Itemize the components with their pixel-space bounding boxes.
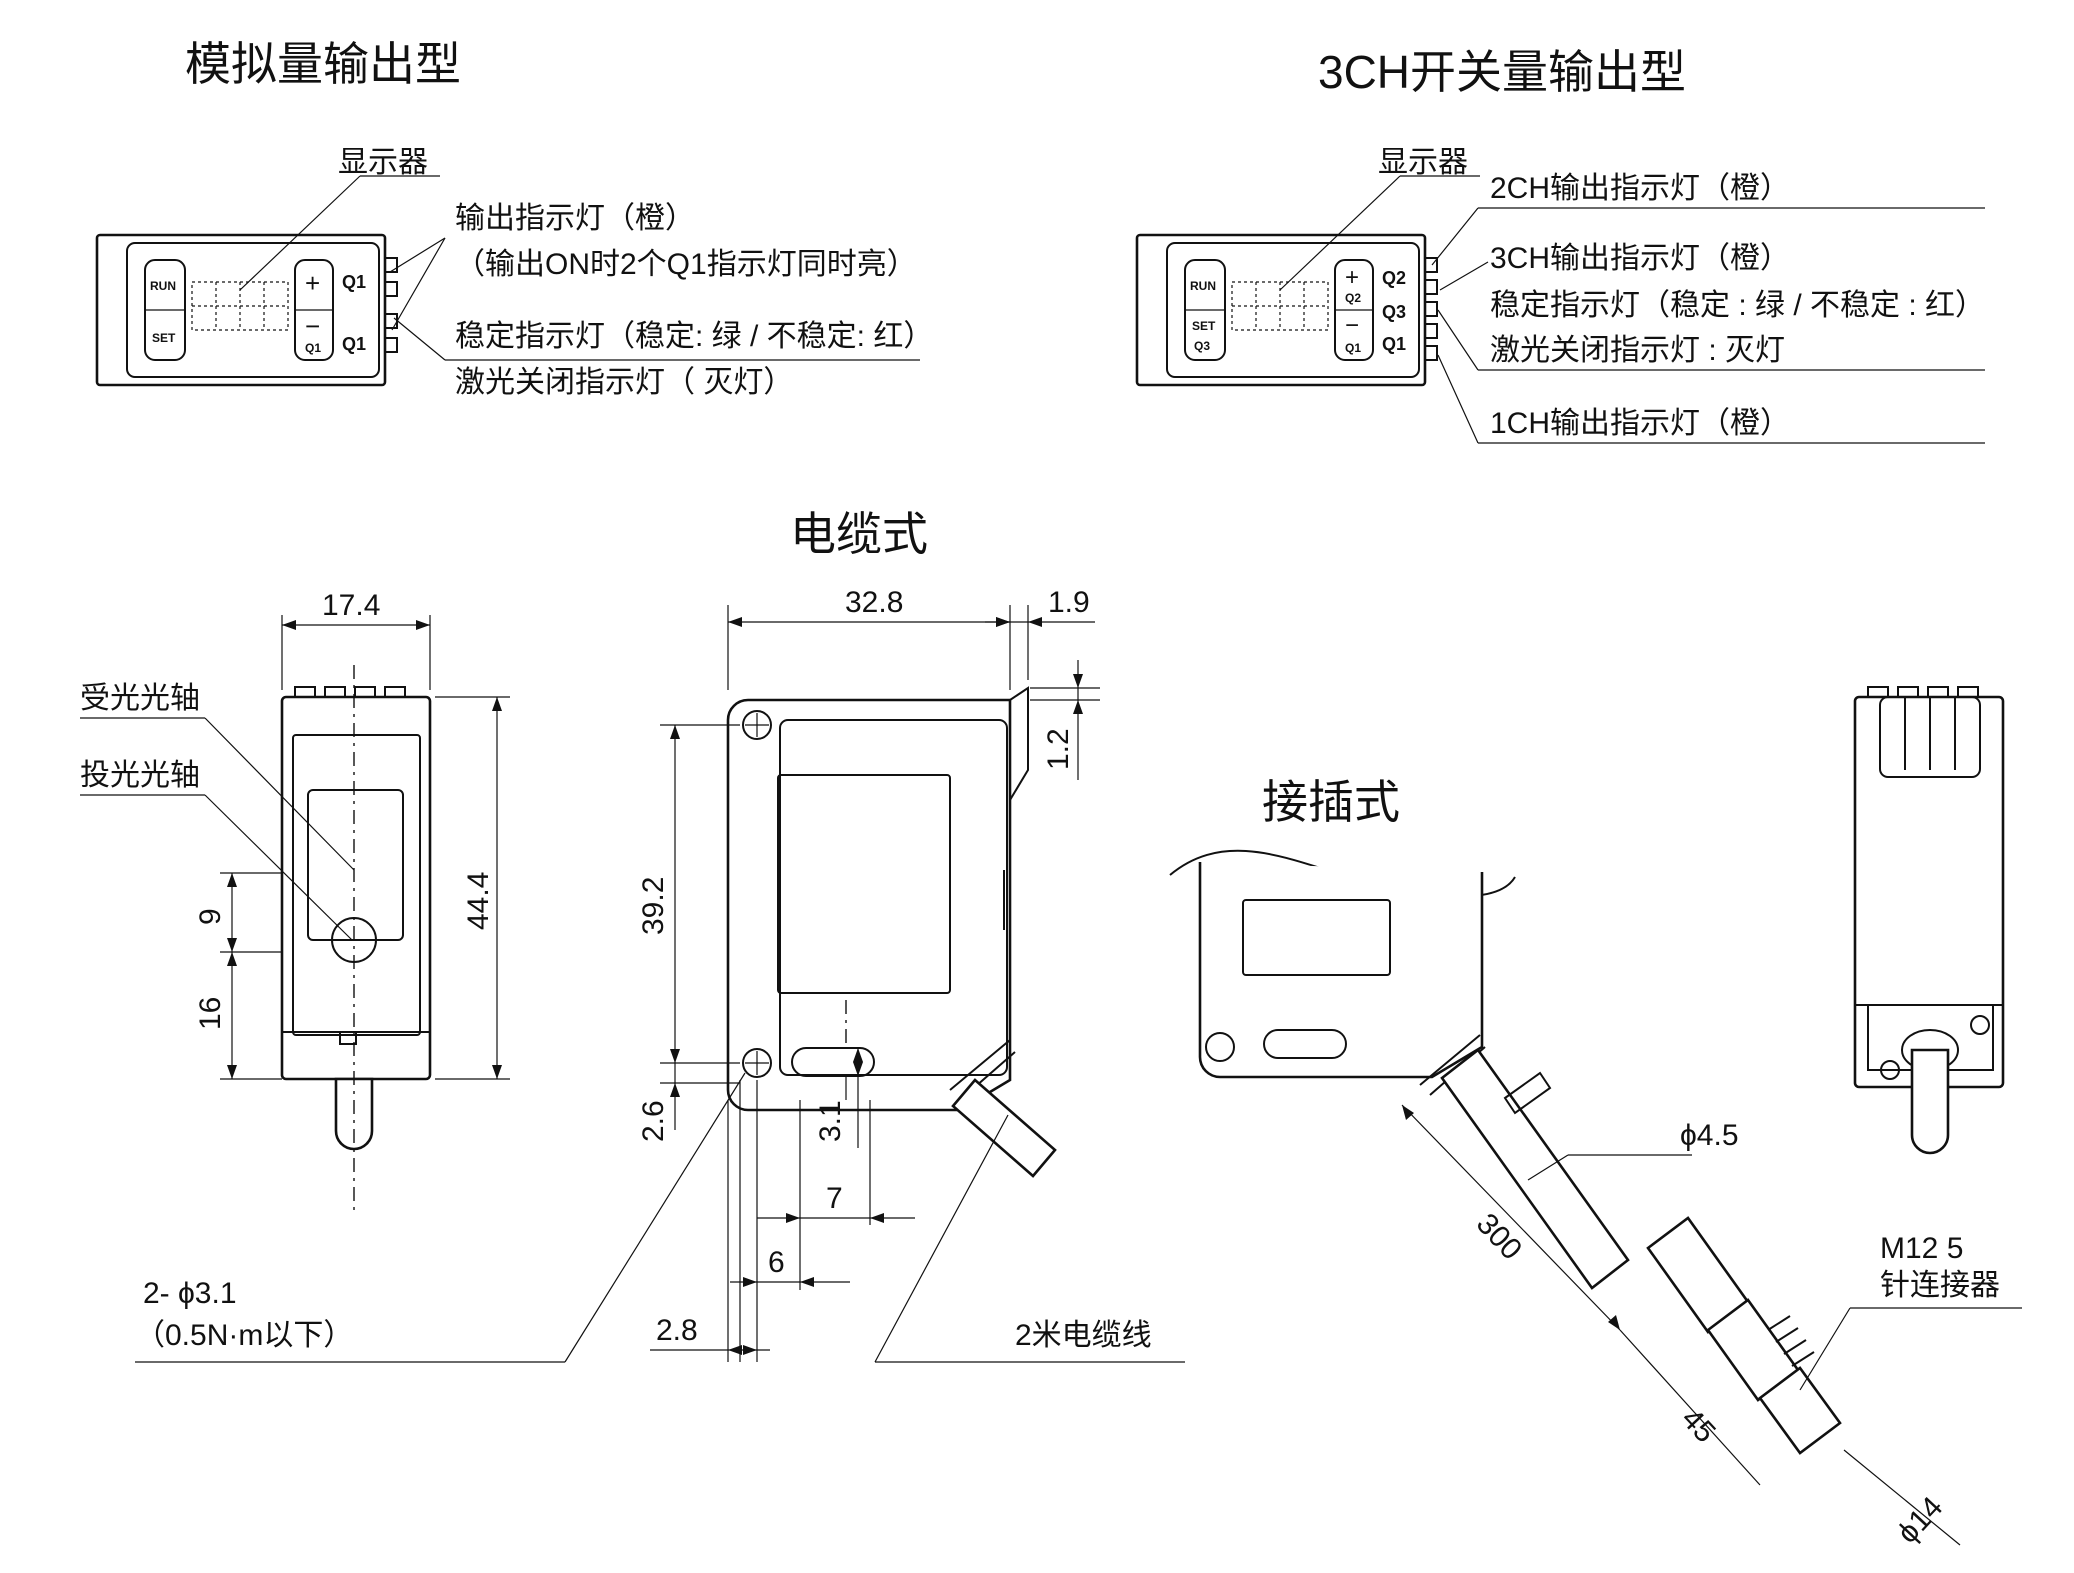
analog-output-led-note: （输出ON时2个Q1指示灯同时亮） <box>455 248 917 281</box>
connector-type-label: M12 5 <box>1880 1232 1963 1265</box>
analog-stable-led-label: 稳定指示灯（稳定: 绿 / 不稳定: 红） <box>455 320 933 353</box>
switch-q2-mark: Q2 <box>1382 268 1406 288</box>
side-dim-9: 9 <box>194 908 227 925</box>
front-dim-2-6: 2.6 <box>637 1100 670 1142</box>
analog-q1-button-label: Q1 <box>305 341 321 355</box>
side-height-dimension: 44.4 <box>462 872 495 930</box>
plug-dim-phi-4-5: ϕ4.5 <box>1680 1119 1739 1152</box>
analog-display-label: 显示器 <box>338 146 428 179</box>
switch-display-label: 显示器 <box>1378 146 1468 179</box>
switch-run-label: RUN <box>1190 279 1216 293</box>
switch-stable-led-label: 稳定指示灯（稳定 : 绿 / 不稳定 : 红） <box>1490 289 1985 322</box>
plug-view-body <box>1169 849 1842 1455</box>
tx-axis-label: 投光光轴 <box>80 759 200 792</box>
analog-output-led-label: 输出指示灯（橙） <box>455 202 695 235</box>
switch-plus-label: + <box>1345 264 1359 291</box>
analog-run-label: RUN <box>150 279 176 293</box>
cable-length-label: 2米电缆线 <box>1015 1319 1152 1352</box>
connector-name-label: 针连接器 <box>1880 1269 2000 1302</box>
plug-dim-phi-14: ϕ14 <box>1891 1491 1949 1550</box>
analog-laser-off-label: 激光关闭指示灯（ 灭灯） <box>455 366 793 399</box>
side-view-body <box>280 686 432 1151</box>
analog-minus-label: − <box>305 311 320 341</box>
mounting-hole-label: 2- ϕ3.1 <box>143 1277 237 1310</box>
switch-set-label: SET <box>1192 319 1216 333</box>
plug-dim-45: 45 <box>1675 1402 1722 1449</box>
switch-q3-button-label: Q3 <box>1194 339 1210 353</box>
analog-panel: RUN SET + − Q1 Q1 Q1 <box>95 233 398 387</box>
front-dim-3-1: 3.1 <box>814 1100 847 1142</box>
front-width-dimension: 32.8 <box>845 586 903 619</box>
title-plug-type: 接插式 <box>1262 776 1400 828</box>
switch-laser-off-label: 激光关闭指示灯 : 灭灯 <box>1490 334 1785 367</box>
switch-panel: RUN SET Q3 + Q2 − Q1 Q2 Q3 Q1 <box>1135 233 1438 387</box>
switch-ch1-label: 1CH输出指示灯（橙） <box>1490 407 1790 440</box>
analog-plus-label: + <box>305 268 320 298</box>
front-dim-1-2: 1.2 <box>1042 728 1075 770</box>
front-dim-1-9: 1.9 <box>1048 586 1090 619</box>
side-width-dimension: 17.4 <box>322 589 380 622</box>
switch-q1-mark: Q1 <box>1382 334 1406 354</box>
title-3ch-switch: 3CH开关量输出型 <box>1318 46 1686 98</box>
analog-q1-top-mark: Q1 <box>342 272 366 292</box>
switch-ch2-label: 2CH输出指示灯（橙） <box>1490 172 1790 205</box>
analog-q1-bottom-mark: Q1 <box>342 334 366 354</box>
rx-axis-label: 受光光轴 <box>80 682 200 715</box>
analog-set-label: SET <box>152 331 176 345</box>
switch-q1-button-label: Q1 <box>1345 341 1361 355</box>
front-dim-7: 7 <box>826 1182 843 1215</box>
title-analog: 模拟量输出型 <box>185 38 461 90</box>
plug-side-view <box>1853 686 2005 1155</box>
switch-minus-label: − <box>1345 312 1359 339</box>
front-view-body <box>726 686 1057 1178</box>
title-cable-type: 电缆式 <box>790 508 928 560</box>
mounting-torque-label: （0.5N·m以下） <box>135 1319 353 1352</box>
front-dim-2-8: 2.8 <box>656 1314 698 1347</box>
front-dim-6: 6 <box>768 1246 785 1279</box>
front-dim-39-2: 39.2 <box>637 877 670 935</box>
switch-q2-button-label: Q2 <box>1345 291 1361 305</box>
plug-dim-300: 300 <box>1470 1207 1528 1266</box>
switch-q3-mark: Q3 <box>1382 302 1406 322</box>
side-dim-16: 16 <box>194 997 227 1030</box>
switch-ch3-label: 3CH输出指示灯（橙） <box>1490 242 1790 275</box>
